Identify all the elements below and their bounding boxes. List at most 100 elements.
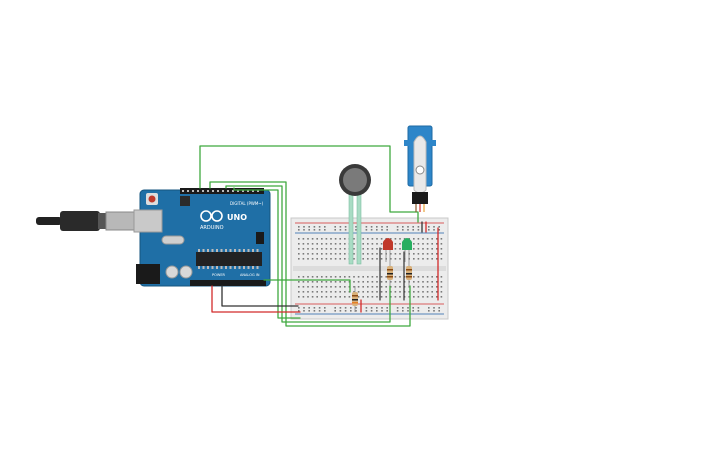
breadboard-hole — [307, 281, 309, 283]
breadboard-hole — [298, 291, 300, 293]
breadboard-hole — [431, 286, 433, 288]
rail-hole — [298, 229, 300, 231]
breadboard-hole — [431, 243, 433, 245]
breadboard-hole — [394, 286, 397, 288]
usb-plug-body — [60, 211, 100, 231]
wire-aux[interactable] — [233, 187, 301, 319]
breadboard-hole — [399, 243, 401, 245]
breadboard-hole — [325, 281, 328, 283]
breadboard-hole — [330, 253, 332, 255]
header-pin — [202, 190, 204, 192]
breadboard-hole — [298, 238, 300, 240]
breadboard-hole — [422, 248, 424, 250]
breadboard-hole — [302, 238, 305, 240]
breadboard-hole — [311, 253, 314, 255]
breadboard[interactable] — [290, 217, 449, 320]
breadboard-hole — [399, 238, 401, 240]
breadboard-hole — [422, 281, 424, 283]
wire-5v[interactable] — [211, 285, 301, 313]
breadboard-hole — [422, 286, 424, 288]
wire-green-led[interactable] — [209, 181, 411, 327]
chip-pin — [225, 249, 227, 252]
rail-hole — [350, 310, 352, 312]
rail-hole — [381, 226, 383, 228]
wire-gnd[interactable] — [221, 285, 299, 307]
power-label: POWER — [212, 273, 226, 277]
rail-hole — [428, 310, 430, 312]
breadboard-hole — [339, 296, 341, 298]
rail-hole — [407, 307, 409, 309]
power-analog-header[interactable] — [190, 280, 266, 286]
chip-pin — [243, 249, 245, 252]
breadboard-hole — [390, 291, 392, 293]
breadboard-hole — [339, 258, 341, 260]
breadboard-hole — [302, 243, 305, 245]
breadboard-hole — [403, 238, 406, 240]
breadboard-hole — [436, 296, 438, 298]
breadboard-hole — [367, 253, 369, 255]
wire-red-led[interactable] — [225, 185, 391, 323]
usb-chip — [180, 196, 190, 206]
rail-hole — [355, 229, 357, 231]
header-pin — [212, 190, 214, 192]
breadboard-hole — [321, 248, 323, 250]
usb-cable[interactable] — [36, 211, 137, 231]
rail-hole — [355, 226, 357, 228]
breadboard-hole — [339, 281, 341, 283]
rail-hole — [370, 307, 373, 309]
breadboard-hole — [394, 291, 397, 293]
rail-hole — [396, 310, 399, 312]
rail-hole — [313, 307, 316, 309]
breadboard-hole — [311, 281, 314, 283]
breadboard-hole — [431, 238, 433, 240]
breadboard-hole — [431, 253, 433, 255]
rail-hole — [428, 307, 430, 309]
breadboard-hole — [307, 258, 309, 260]
breadboard-hole — [436, 238, 438, 240]
wire-servo-signal[interactable] — [199, 145, 419, 223]
breadboard-hole — [311, 296, 314, 298]
rail-hole — [396, 226, 399, 228]
led-green-body — [402, 238, 412, 250]
breadboard-hole — [311, 258, 314, 260]
resistor-band — [352, 302, 358, 304]
arduino-uno-board[interactable]: ARDUINO UNO DIGITAL (PWM~) POWER ANALOG … — [133, 188, 271, 287]
breadboard-hole — [385, 296, 387, 298]
breadboard-hole — [367, 286, 369, 288]
resistor-red-led[interactable] — [387, 262, 393, 286]
rail-hole — [438, 229, 440, 231]
resistor-fsr[interactable] — [352, 286, 358, 312]
resistor-band — [406, 273, 412, 275]
chip-pin — [252, 249, 254, 252]
breadboard-hole — [431, 291, 433, 293]
led-green[interactable] — [402, 238, 412, 262]
breadboard-hole — [394, 276, 397, 278]
breadboard-hole — [394, 258, 397, 260]
rail-hole — [313, 310, 316, 312]
rail-hole — [386, 307, 388, 309]
capacitor — [179, 265, 193, 279]
breadboard-hole — [417, 243, 420, 245]
rail-hole — [402, 310, 404, 312]
micro-servo[interactable] — [404, 125, 436, 212]
breadboard-hole — [380, 238, 383, 240]
rail-hole — [303, 310, 305, 312]
breadboard-hole — [362, 253, 364, 255]
breadboard-hole — [339, 238, 341, 240]
breadboard-hole — [348, 296, 351, 298]
reset-button-cap[interactable] — [148, 195, 156, 203]
rail-hole — [402, 229, 404, 231]
breadboard-hole — [321, 286, 323, 288]
breadboard-hole — [440, 286, 443, 288]
led-red[interactable] — [383, 238, 393, 262]
breadboard-hole — [385, 291, 387, 293]
breadboard-hole — [390, 286, 392, 288]
force-sensor[interactable] — [339, 164, 371, 265]
wires[interactable] — [199, 145, 439, 327]
rail-hole — [381, 307, 383, 309]
wire-fsr-analog[interactable] — [263, 279, 351, 293]
resistor-green-led[interactable] — [406, 262, 412, 286]
rail-hole — [381, 229, 383, 231]
breadboard-hole — [413, 248, 415, 250]
